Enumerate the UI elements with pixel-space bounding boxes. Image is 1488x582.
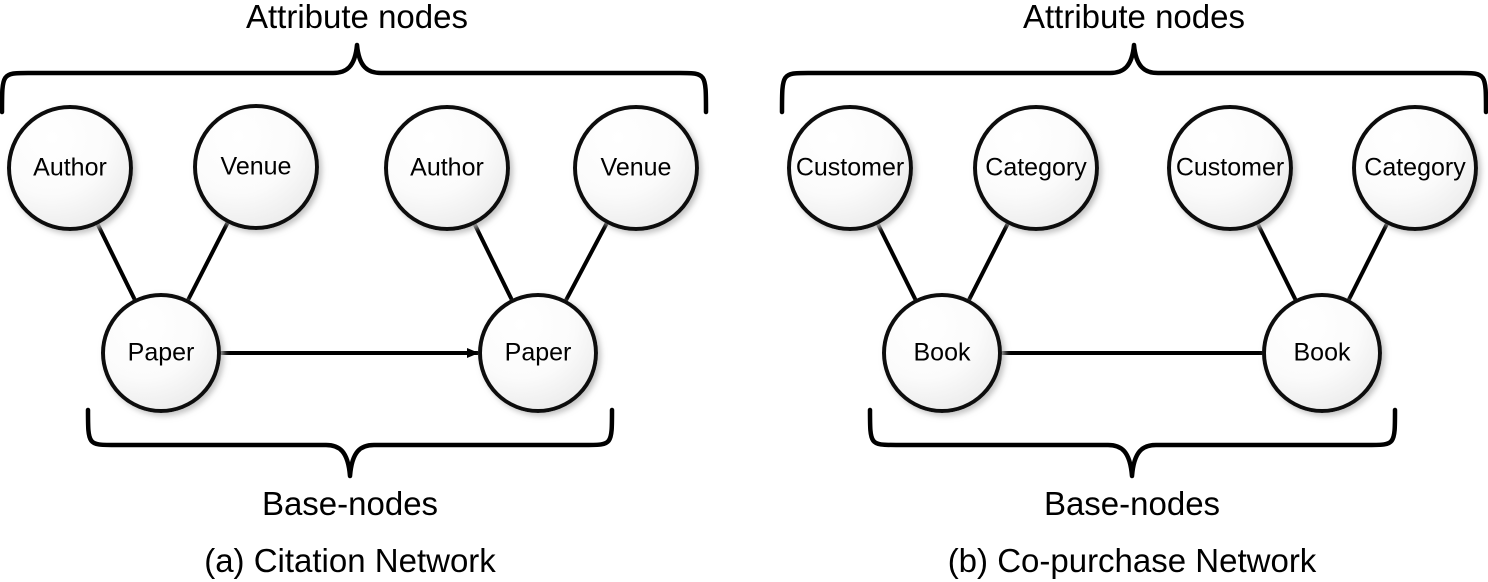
base-node[interactable]: Book (1262, 293, 1382, 413)
base-node-circle[interactable] (101, 293, 221, 413)
attribute-to-base-edge (1345, 219, 1391, 304)
attribute-to-base-edge (562, 219, 611, 305)
attribute-node[interactable]: Author (7, 105, 133, 231)
base-node-circle[interactable] (478, 293, 598, 413)
attribute-to-base-edge (94, 220, 139, 304)
attribute-node-label: Customer (796, 154, 904, 182)
base-node-circle[interactable] (882, 293, 1002, 413)
attribute-node-label: Venue (601, 154, 672, 182)
panel-caption: (b) Co-purchase Network (948, 542, 1317, 579)
attribute-nodes-brace (779, 42, 1488, 115)
attribute-to-base-edge (184, 218, 231, 305)
attribute-to-base-edge (965, 219, 1012, 304)
attribute-node-label: Venue (221, 153, 292, 181)
base-node-label: Book (914, 339, 971, 367)
base-nodes-brace (867, 407, 1398, 479)
attribute-node-label: Category (1364, 154, 1466, 182)
attribute-node[interactable]: Customer (787, 105, 913, 231)
attribute-node-circle[interactable] (193, 104, 319, 230)
attribute-node-circle[interactable] (7, 105, 133, 231)
base-node-label: Paper (128, 339, 195, 367)
attribute-nodes-label: Attribute nodes (1023, 0, 1245, 35)
base-node[interactable]: Book (882, 293, 1002, 413)
attribute-node-label: Author (33, 154, 107, 182)
attribute-node-circle[interactable] (973, 105, 1099, 231)
attribute-node[interactable]: Customer (1167, 105, 1293, 231)
base-node-circle[interactable] (1262, 293, 1382, 413)
attribute-node[interactable]: Category (973, 105, 1099, 231)
attribute-to-base-edge (874, 219, 919, 304)
attribute-to-base-edge (471, 220, 516, 304)
base-node[interactable]: Paper (478, 293, 598, 413)
attribute-node-circle[interactable] (787, 105, 913, 231)
base-node[interactable]: Paper (101, 293, 221, 413)
attribute-nodes-brace (0, 42, 709, 115)
attribute-node-label: Author (410, 154, 484, 182)
panel-caption: (a) Citation Network (204, 542, 496, 579)
base-node-label: Book (1294, 339, 1351, 367)
base-node-label: Paper (505, 339, 572, 367)
attribute-node-circle[interactable] (1167, 105, 1293, 231)
attribute-node-circle[interactable] (573, 105, 699, 231)
attribute-node[interactable]: Venue (193, 104, 319, 230)
attribute-node-circle[interactable] (1352, 105, 1478, 231)
attribute-node-label: Customer (1176, 154, 1284, 182)
attribute-node-circle[interactable] (384, 105, 510, 231)
attribute-node-label: Category (985, 154, 1087, 182)
attribute-to-base-edge (1254, 219, 1299, 304)
attribute-nodes-label: Attribute nodes (246, 0, 468, 35)
attribute-node[interactable]: Venue (573, 105, 699, 231)
base-nodes-label: Base-nodes (1044, 485, 1220, 522)
base-nodes-brace (85, 407, 615, 479)
attribute-node[interactable]: Category (1352, 105, 1478, 231)
attribute-node[interactable]: Author (384, 105, 510, 231)
base-nodes-label: Base-nodes (262, 485, 438, 522)
